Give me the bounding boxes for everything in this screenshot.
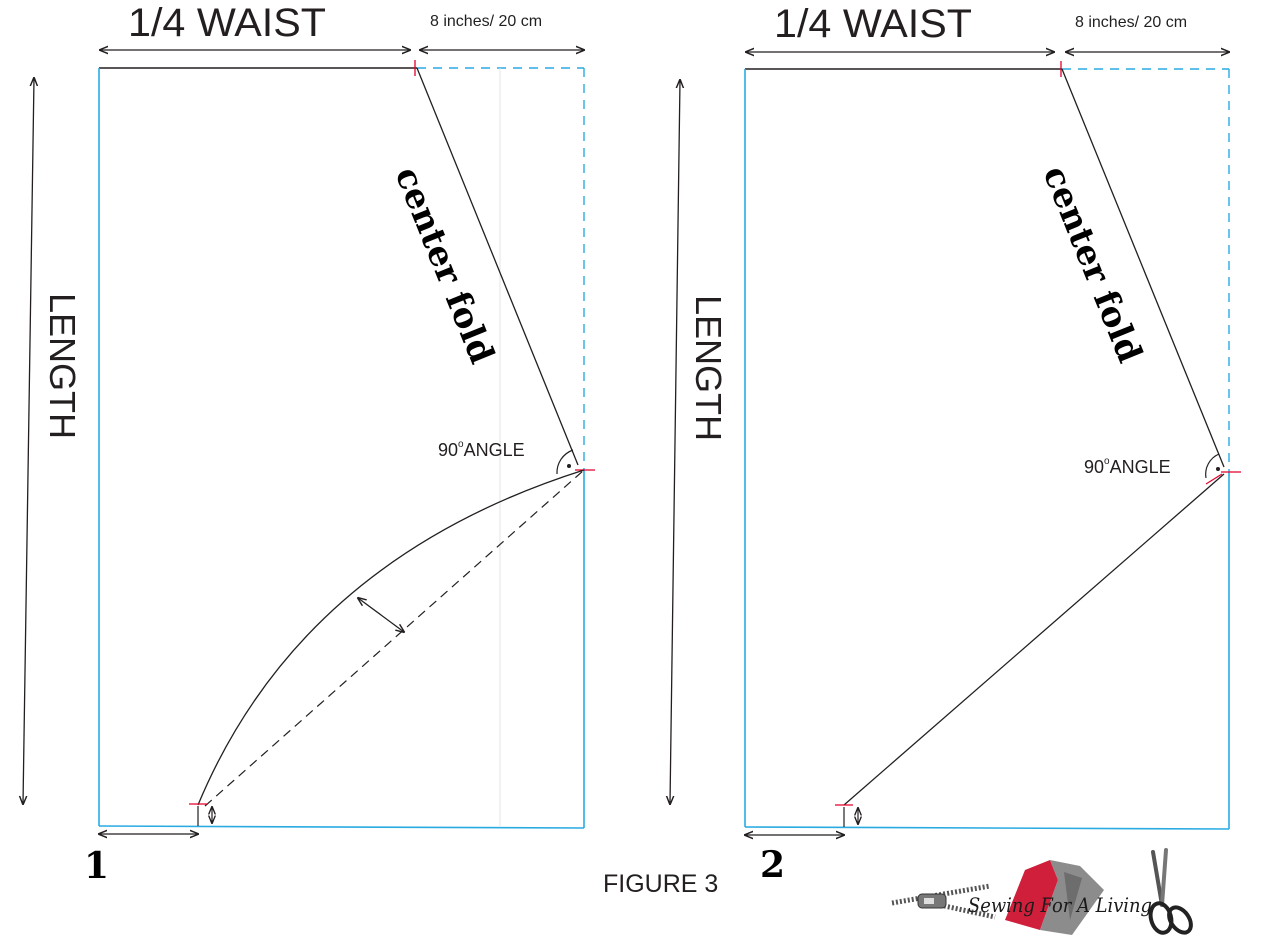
panel-2: 1/4 WAIST 8 inches/ 20 cm LENGTH center … <box>670 2 1241 886</box>
panel-1-length-label: LENGTH <box>42 293 83 439</box>
panel-1-extension-label: 8 inches/ 20 cm <box>430 13 542 30</box>
scissors-icon <box>1148 848 1193 935</box>
panel-1-center-fold-label: center fold <box>387 161 502 369</box>
panel-2-center-fold-label: center fold <box>1035 160 1150 368</box>
panel-2-outline <box>744 68 1230 830</box>
panel-2-hem-line <box>843 473 1225 806</box>
panel-1-right-angle-arc <box>556 449 574 475</box>
panel-1: 1/4 WAIST 8 inches/ 20 cm LENGTH center … <box>23 1 595 887</box>
panel-2-number: 2 <box>760 844 785 886</box>
panel-1-outline <box>98 67 585 829</box>
panel-1-center-fold-line <box>416 67 579 466</box>
zipper-icon <box>891 883 996 920</box>
panel-2-angle-label: 90oANGLE <box>1084 456 1171 477</box>
panel-1-hem-dashed-line <box>204 469 585 807</box>
panel-1-waist-label: 1/4 WAIST <box>128 1 326 45</box>
panel-2-length-label: LENGTH <box>688 295 729 441</box>
panel-2-center-fold-line <box>1061 68 1225 468</box>
panel-1-hem-curve <box>197 469 585 806</box>
panel-2-hip-red-mark <box>1205 473 1223 485</box>
panel-2-waist-label: 1/4 WAIST <box>774 2 972 46</box>
panel-1-length-arrow <box>23 78 34 804</box>
panel-1-angle-label: 90oANGLE <box>438 439 525 460</box>
panel-2-right-angle-arc <box>1205 453 1220 479</box>
panel-2-extension-label: 8 inches/ 20 cm <box>1075 14 1187 31</box>
panel-1-angle-dot <box>567 464 571 468</box>
logo: Sewing For A Living <box>891 848 1193 935</box>
panel-2-length-arrow <box>670 80 680 804</box>
figure-caption: FIGURE 3 <box>603 870 718 898</box>
dress-form-icon <box>1005 860 1104 935</box>
panel-1-curve-depth-arrow <box>358 598 404 632</box>
logo-text: Sewing For A Living <box>968 893 1152 917</box>
panel-1-number: 1 <box>84 845 109 887</box>
panel-2-angle-dot <box>1216 467 1220 471</box>
